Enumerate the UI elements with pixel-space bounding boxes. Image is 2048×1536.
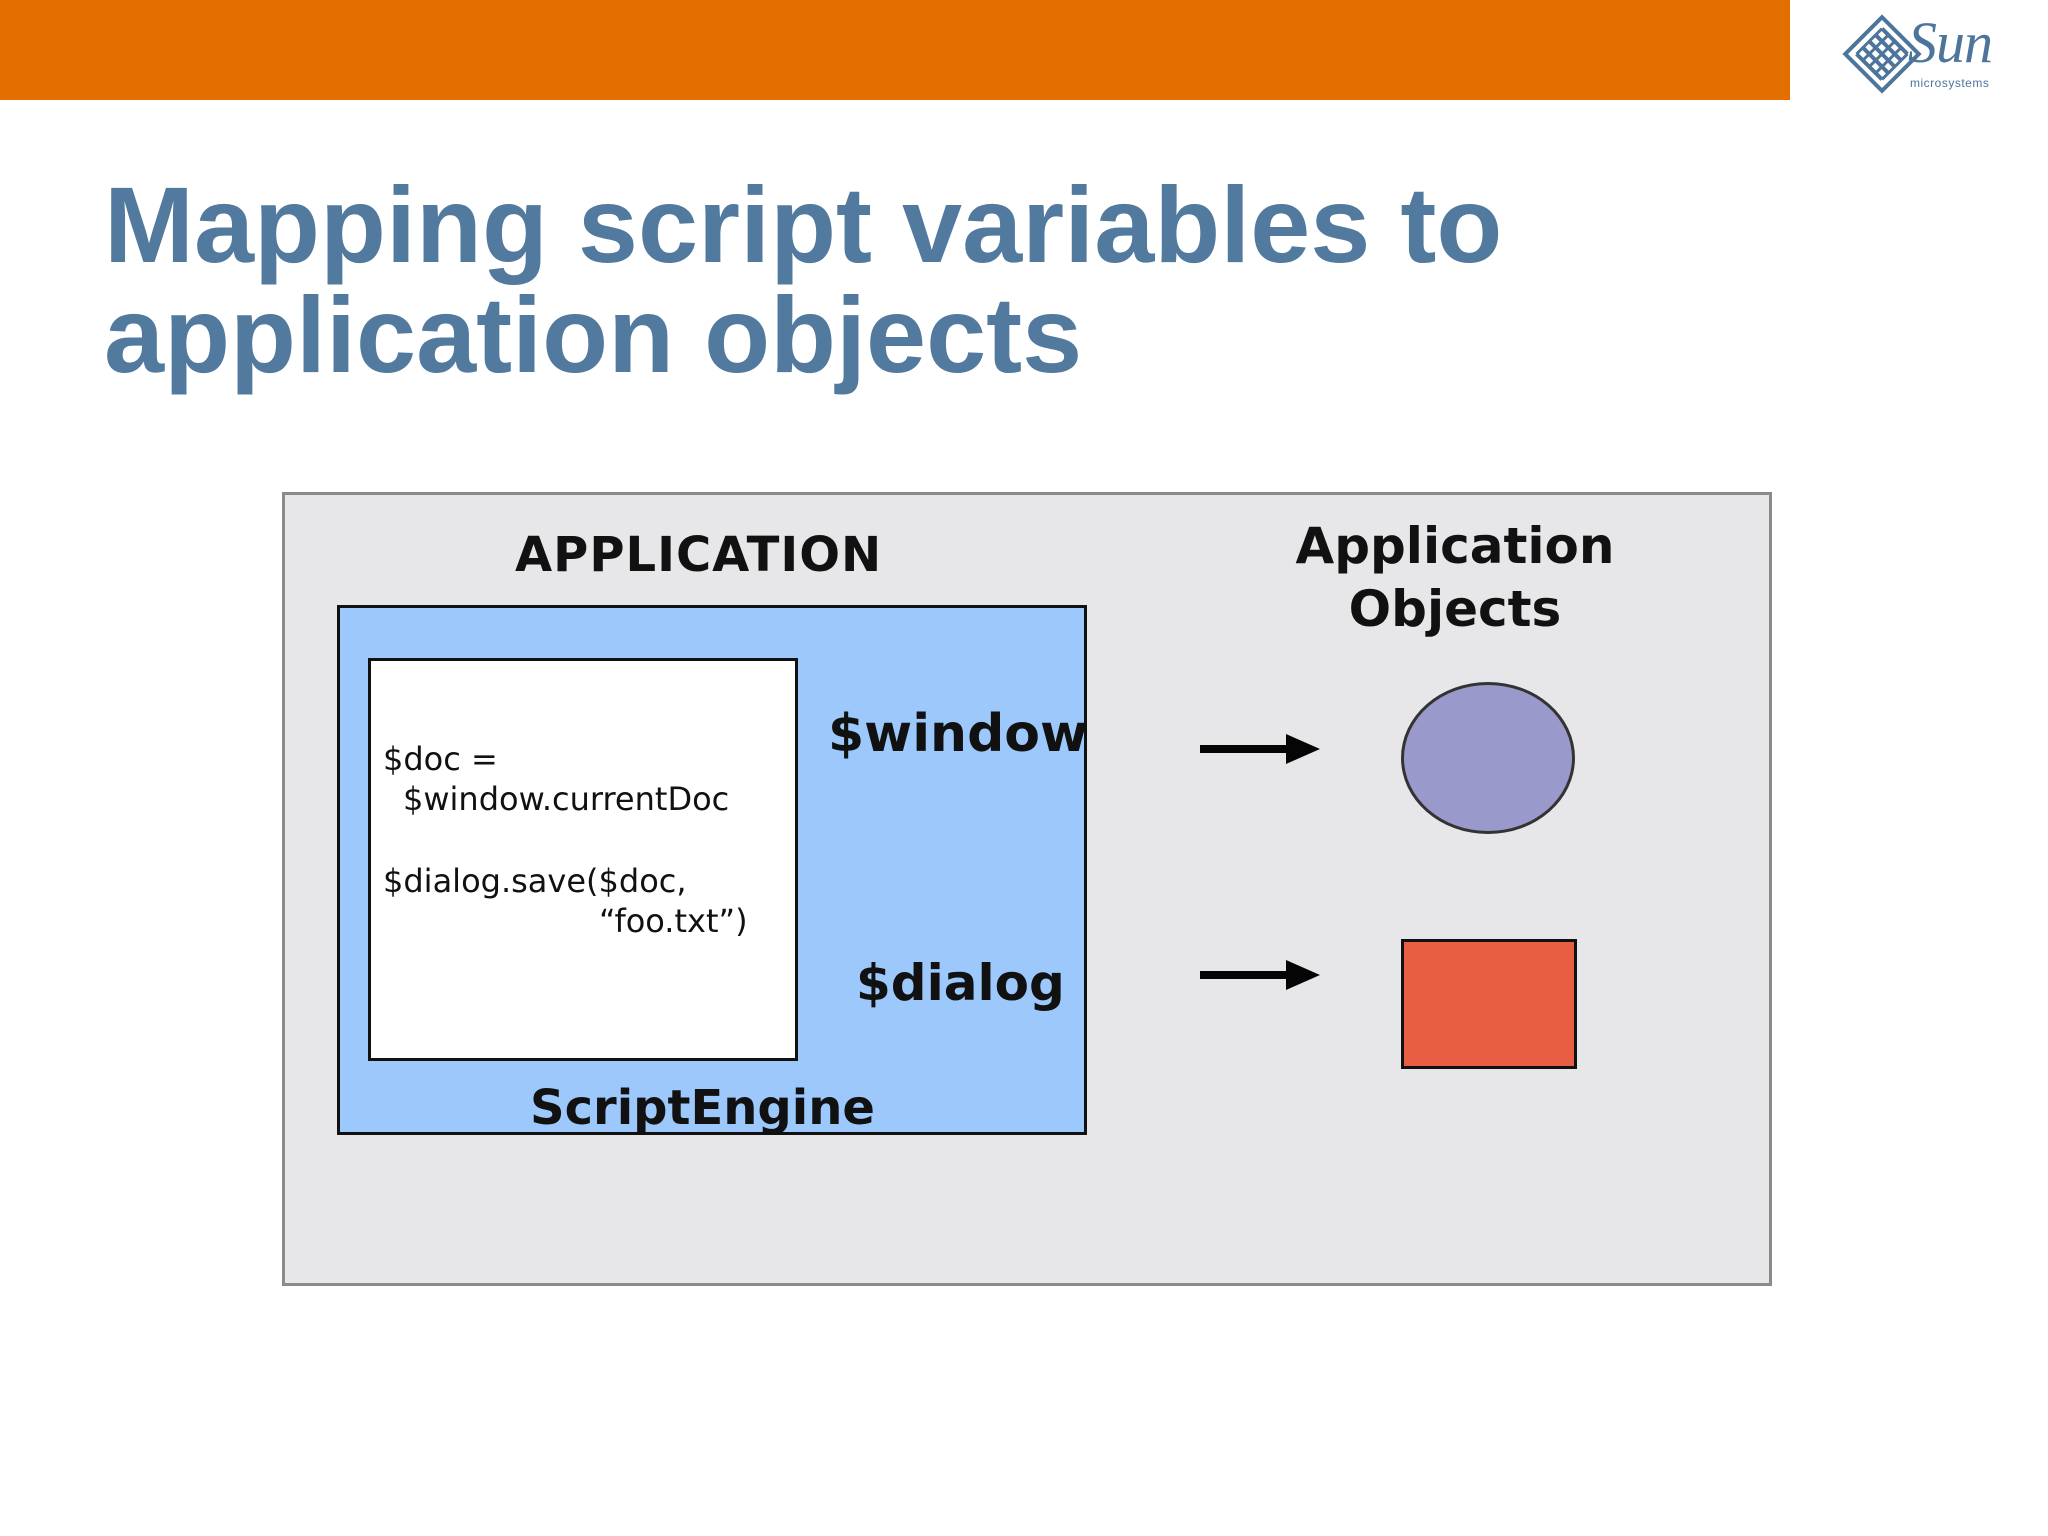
circle-object	[1401, 682, 1575, 834]
slide-title-line-1: Mapping script variables to	[104, 164, 1503, 285]
application-objects-label-line-1: Application	[1295, 517, 1615, 575]
mapping-diagram: APPLICATION Application Objects $doc = $…	[282, 492, 1772, 1286]
code-line: $doc =	[383, 740, 498, 778]
script-code-box: $doc = $window.currentDoc $dialog.save($…	[368, 658, 798, 1061]
application-objects-label-line-2: Objects	[1348, 580, 1562, 638]
dialog-variable-label: $dialog	[856, 954, 1065, 1012]
application-objects-label: Application Objects	[1285, 515, 1625, 641]
code-line: “foo.txt”)	[599, 902, 748, 940]
script-engine-label: ScriptEngine	[530, 1080, 875, 1136]
sun-logo-icon	[1842, 14, 1922, 94]
top-bar-curve	[1740, 0, 1781, 100]
square-object	[1401, 939, 1577, 1069]
slide-title: Mapping script variables to application …	[104, 170, 1604, 390]
window-variable-label: $window	[828, 704, 1089, 764]
logo-name: Sun	[1908, 10, 1993, 75]
right-arrow-icon	[1200, 960, 1320, 990]
code-line: $dialog.save($doc,	[383, 862, 687, 900]
script-engine-box: $doc = $window.currentDoc $dialog.save($…	[337, 605, 1089, 1136]
logo-subtitle: microsystems	[1910, 76, 1990, 90]
slide-title-line-2: application objects	[104, 274, 1083, 395]
top-orange-bar	[0, 0, 1790, 100]
application-label: APPLICATION	[515, 527, 883, 583]
right-arrow-icon	[1200, 734, 1320, 764]
code-line: $window.currentDoc	[403, 780, 730, 818]
